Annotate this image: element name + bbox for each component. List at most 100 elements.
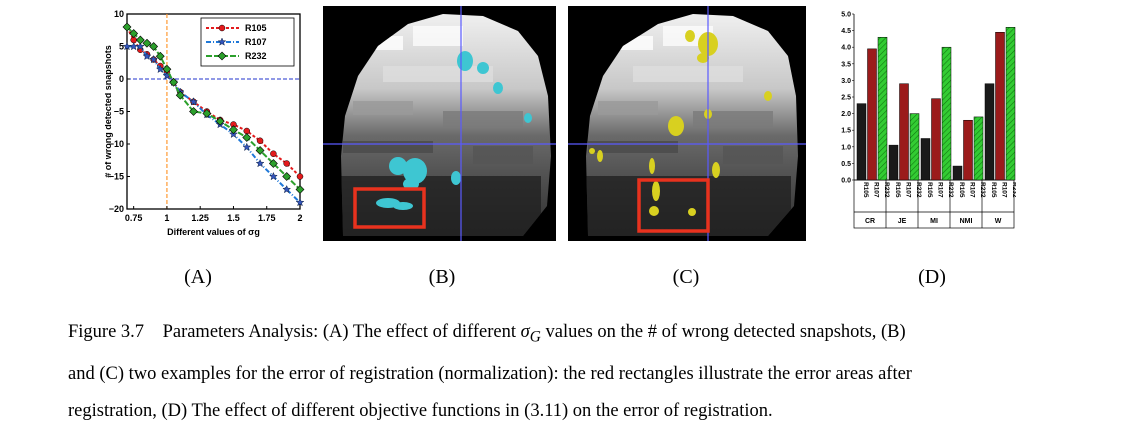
error-area-box [637,178,710,233]
data-point [268,159,278,168]
data-point [229,125,238,135]
data-point [268,171,278,181]
bar-r107 [867,48,877,181]
x-tick-label: 1.75 [258,213,276,223]
bar-label: R107 [937,182,944,198]
y-tick-label: −10 [109,139,124,149]
data-point [296,173,304,180]
data-point [256,137,264,144]
legend-label: R105 [245,23,267,33]
legend-label: R232 [245,51,267,61]
data-point [202,109,212,118]
x-tick-label: 1 [164,213,169,223]
legend-label: R107 [245,37,267,47]
bar-label: R105 [894,182,901,198]
data-point [217,51,227,61]
bar-label: R105 [958,182,965,198]
bar-label: R107 [1001,182,1008,198]
y-tick-label: 0.5 [841,161,851,168]
series-r232 [122,22,305,194]
data-point [149,54,159,64]
figure-caption: Figure 3.7 Parameters Analysis: (A) The … [68,314,1068,430]
bar-r107 [899,83,909,181]
bar-r105 [920,138,931,181]
y-tick-label: 5.0 [841,12,851,19]
y-tick-label: 4.0 [841,45,851,52]
caption-sigma: σ [520,322,530,342]
caption-part2: values on the # of wrong detected snapsh… [545,322,906,342]
sublabel-a: (A) [184,266,212,288]
data-point [122,22,132,32]
data-point [215,116,225,126]
data-point [218,24,226,32]
data-point [255,158,265,168]
bar-r232 [1005,27,1016,181]
bar-label: R105 [862,182,869,198]
bar-label: R105 [926,182,933,198]
y-tick-label: 3.0 [841,78,851,85]
y-tick-label: −20 [109,204,124,214]
brain-image-b [323,6,556,241]
bar-label: R232 [883,182,890,198]
brain-slice-image [323,6,556,241]
category-label: W [995,218,1002,225]
data-point [242,142,252,152]
y-tick-label: 0 [119,74,124,84]
bar-label: R107 [969,182,976,198]
bar-r232 [877,36,888,181]
y-tick-label: 3.5 [841,61,851,68]
brain-image-c [568,6,806,241]
legend-box [200,17,295,67]
yellow-overlay-regions [589,30,772,216]
data-point [189,97,198,106]
brain-slice-image [568,6,806,241]
data-point [142,51,152,61]
data-point [255,146,265,155]
bar-r105 [888,144,899,181]
data-point [242,133,252,142]
y-tick-label: −15 [109,172,124,182]
cyan-overlay-regions [376,51,532,210]
data-point [155,51,165,61]
caption-sigma-sub: G [529,328,541,346]
x-tick-label: 0.75 [125,213,143,223]
caption-prefix: Figure 3.7 [68,322,145,342]
bar-r105 [984,83,995,181]
sublabel-c: (C) [672,266,700,288]
bar-label: R232 [915,182,922,198]
y-tick-label: 2.5 [841,95,851,102]
bar-r105 [952,165,963,181]
data-point [149,42,159,51]
x-tick-label: 1.5 [227,213,240,223]
data-point [270,150,277,157]
caption-line-2: and (C) two examples for the error of re… [68,363,912,384]
data-point [282,172,292,181]
bar-r107 [931,98,941,181]
bar-label: R232 [979,182,986,198]
data-point [282,184,292,194]
y-tick-label: 4.5 [841,28,851,35]
data-point [135,35,145,45]
y-tick-label: 1.5 [841,128,851,135]
bar-label: R232 [947,182,954,198]
category-label: MI [930,218,938,225]
y-tick-label: 5 [119,42,124,52]
data-point [155,64,165,74]
sublabel-d: (D) [918,266,946,288]
caption-title: Parameters Analysis: [162,322,319,342]
bar-label: R107 [905,182,912,198]
y-tick-label: −5 [114,107,124,117]
caption-line-1: Figure 3.7 Parameters Analysis: (A) The … [68,314,1068,356]
caption-part1: (A) The effect of different [322,322,517,342]
bar-r232 [973,116,984,181]
caption-line-3: registration, (D) The effect of differen… [68,400,773,421]
y-tick-label: 0.0 [841,178,851,185]
data-point [283,160,290,167]
error-area-box [353,187,426,229]
x-tick-label: 1.25 [191,213,209,223]
bar-r232 [941,46,952,181]
